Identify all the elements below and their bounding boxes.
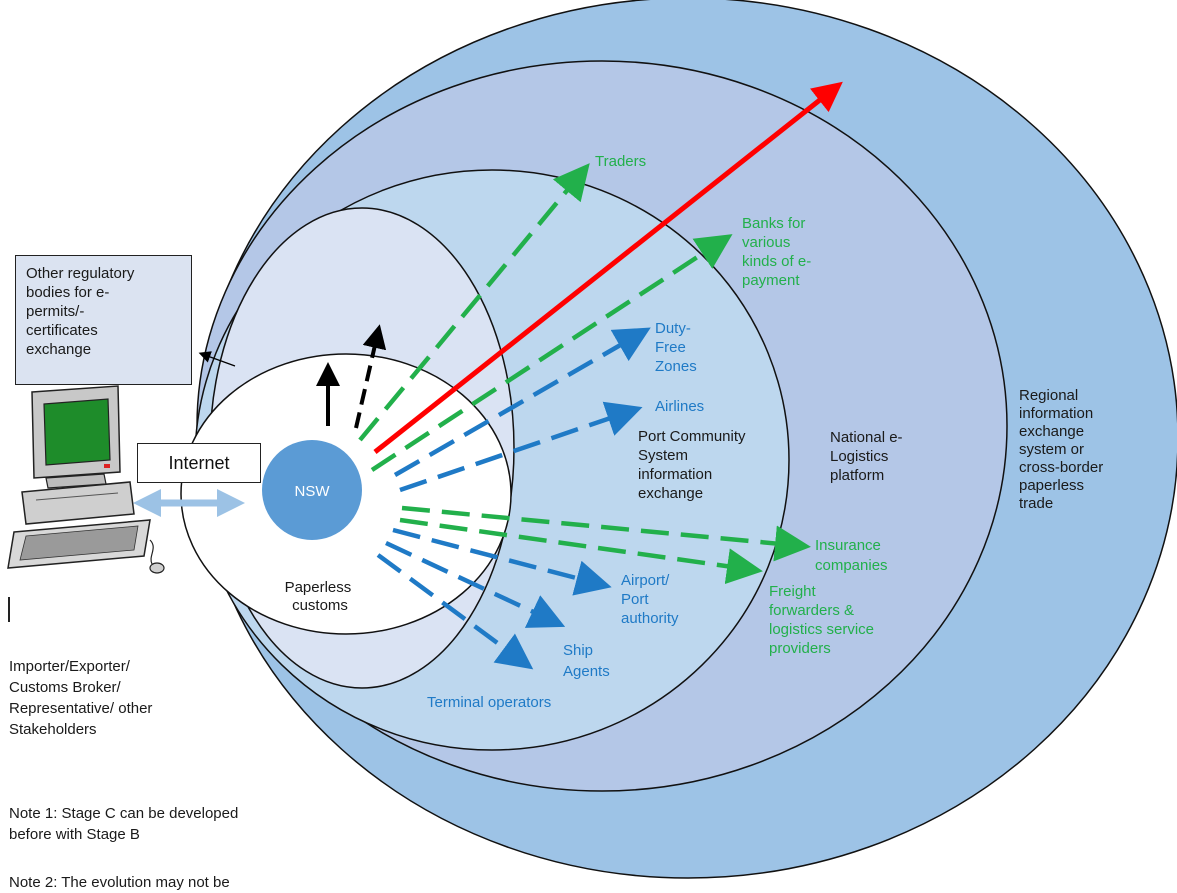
computer-icon xyxy=(7,385,165,574)
arrow-airlines xyxy=(399,401,643,493)
regulatory-line: certificates xyxy=(26,322,98,339)
arrow-airport xyxy=(392,527,612,596)
arrow-red-regional xyxy=(373,81,843,454)
note-1-line: Note 1: Stage C can be developed xyxy=(9,805,239,822)
connection-arrows xyxy=(133,81,843,670)
note-2-line: Note 2: The evolution may not be xyxy=(9,874,230,891)
freight-label: Freight forwarders & logistics service p… xyxy=(769,583,878,657)
traders-label: Traders xyxy=(595,153,646,170)
arrow-duty-free xyxy=(393,327,651,477)
insurance-label: Insurance companies xyxy=(815,537,888,574)
regulatory-line: bodies for e- xyxy=(26,284,110,301)
ship-agents-label: Ship Agents xyxy=(563,642,610,680)
note-2: Note 2: The evolution may not be xyxy=(9,872,230,893)
duty-free-label: Duty- Free Zones xyxy=(655,320,697,375)
terminal-operators-label: Terminal operators xyxy=(427,694,551,711)
paperless-customs-label: Paperless customs xyxy=(285,579,356,614)
nsw-label: NSW xyxy=(295,483,331,500)
internet-label: Internet xyxy=(168,452,230,473)
note-1: Note 1: Stage C can be developed before … xyxy=(9,803,238,845)
arrow-black-dashed xyxy=(354,324,387,429)
arrow-freight xyxy=(399,517,763,585)
arrow-banks xyxy=(370,234,733,472)
stakeholders-text: Importer/Exporter/ Customs Broker/ Repre… xyxy=(9,656,152,740)
arrow-insurance xyxy=(401,505,811,562)
text-cursor xyxy=(8,597,10,622)
port-community-label: Port Community System information exchan… xyxy=(638,428,750,502)
stakeholders-line: Customs Broker/ xyxy=(9,679,121,696)
regulatory-line: permits/- xyxy=(26,303,85,320)
note-1-line: before with Stage B xyxy=(9,826,140,843)
airlines-label: Airlines xyxy=(655,398,704,415)
nsw-circle xyxy=(262,440,362,540)
regional-exchange-label: Regional information exchange system or … xyxy=(1019,387,1107,512)
stakeholders-line: Importer/Exporter/ xyxy=(9,658,130,675)
arrow-traders xyxy=(358,163,590,442)
regulatory-line: Other regulatory xyxy=(26,265,135,282)
stakeholders-line: Representative/ other xyxy=(9,700,153,717)
arrow-regulatory xyxy=(198,351,236,367)
national-platform-label: National e- Logistics platform xyxy=(830,429,907,484)
stakeholders-line: Stakeholders xyxy=(9,721,97,738)
regulatory-line: exchange xyxy=(26,341,92,358)
airport-label: Airport/ Port authority xyxy=(621,572,679,627)
banks-label: Banks for various kinds of e- payment xyxy=(742,215,815,289)
arrow-terminal xyxy=(376,553,534,670)
internet-box: Internet xyxy=(137,443,261,483)
regulatory-bodies-box: Other regulatory bodies for e- permits/-… xyxy=(15,255,192,385)
arrow-ship-agents xyxy=(385,540,566,628)
